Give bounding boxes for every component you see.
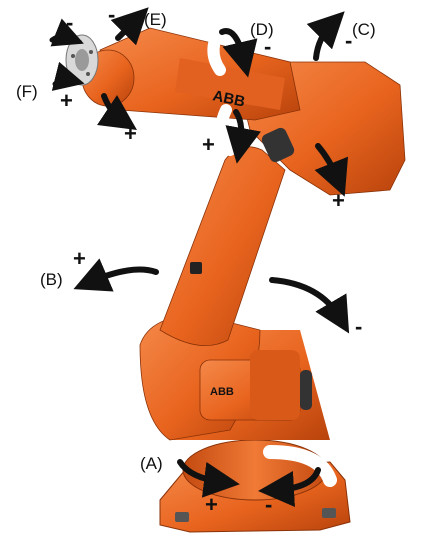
axis-e-arrow-up <box>110 7 149 46</box>
elbow-cable <box>261 127 295 163</box>
abb-logo-motor: ABB <box>210 386 234 398</box>
rotating-base <box>182 439 328 501</box>
axis-a-rotation-band <box>263 445 337 487</box>
base-foot-bolt-left <box>175 512 189 522</box>
axis-arrows <box>45 7 350 507</box>
robot-body <box>65 27 406 533</box>
motor-cap <box>250 350 300 420</box>
motor-cable <box>300 370 312 410</box>
lower-arm <box>159 146 286 346</box>
axis-c-arrow-down <box>314 143 349 197</box>
axis-c-arrow-up <box>306 11 345 61</box>
axis-d-minus: - <box>264 34 271 59</box>
axis-e-label: (E) <box>144 10 167 29</box>
axis-d-plus: + <box>202 132 215 157</box>
axis-d-rotation-band-lower <box>215 104 236 156</box>
axis-a-arrow-left <box>177 459 240 498</box>
axis-b-minus: - <box>355 314 362 339</box>
axis-d-rotation-band <box>207 20 228 76</box>
axis-d-arrow-bottom <box>225 109 261 164</box>
axis-d-label: (D) <box>250 20 274 39</box>
axis-e-minus: - <box>108 2 115 27</box>
axis-f-arrow-bottom <box>51 61 85 91</box>
axis-c-minus: - <box>345 28 352 53</box>
axis-e-arrow-down <box>97 93 137 130</box>
axis-b-arrow <box>73 258 159 292</box>
axis-a-label: (A) <box>140 454 163 473</box>
axis-e-plus: + <box>124 121 137 146</box>
axis-c-label: (C) <box>352 20 376 39</box>
axis-a-minus: - <box>265 492 272 517</box>
axis-d-arrow-top <box>219 28 258 78</box>
axis-f-plus: + <box>60 88 73 113</box>
lower-arm-dark-button <box>190 262 202 274</box>
axis-f-arrow-top <box>49 18 84 47</box>
axis-a-plus: + <box>205 492 218 517</box>
forearm-tube <box>175 58 285 110</box>
axis-f-minus: - <box>66 10 73 35</box>
axis-f-label: (F) <box>16 82 38 101</box>
axis-a-arrow-right <box>258 467 321 507</box>
axis-b-label: (B) <box>40 270 63 289</box>
base-foot-bolt-right <box>322 508 336 518</box>
abb-logo-arm: ABB <box>211 87 246 110</box>
tool-flange-center <box>75 49 89 71</box>
axis-b-arrow-right <box>269 277 350 334</box>
axis-c-plus: + <box>332 188 345 213</box>
axis-b-plus: + <box>73 246 86 271</box>
